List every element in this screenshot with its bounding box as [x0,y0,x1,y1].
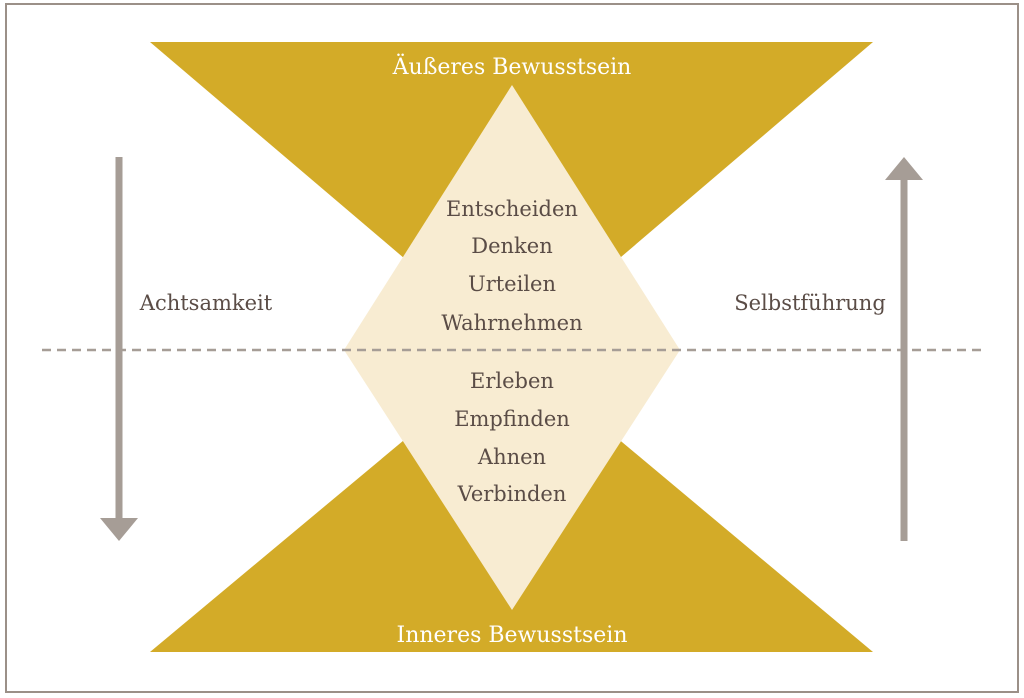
center-diamond [344,85,680,610]
left-label: Achtsamkeit [139,291,273,315]
lower-word: Erleben [470,369,554,393]
upper-word: Entscheiden [446,197,578,221]
right-label: Selbstführung [734,291,886,315]
upper-word: Wahrnehmen [441,311,582,335]
upper-word: Urteilen [468,272,556,296]
lower-word: Empfinden [454,407,570,431]
bottom-label: Inneres Bewusstsein [397,623,628,648]
upper-word: Denken [471,234,552,258]
outer-frame [5,3,1019,693]
arrow-up-icon [885,157,923,541]
arrow-down-icon [100,157,138,541]
lower-word: Ahnen [477,445,546,469]
lower-word: Verbinden [457,482,567,506]
top-label: Äußeres Bewusstsein [392,53,632,80]
